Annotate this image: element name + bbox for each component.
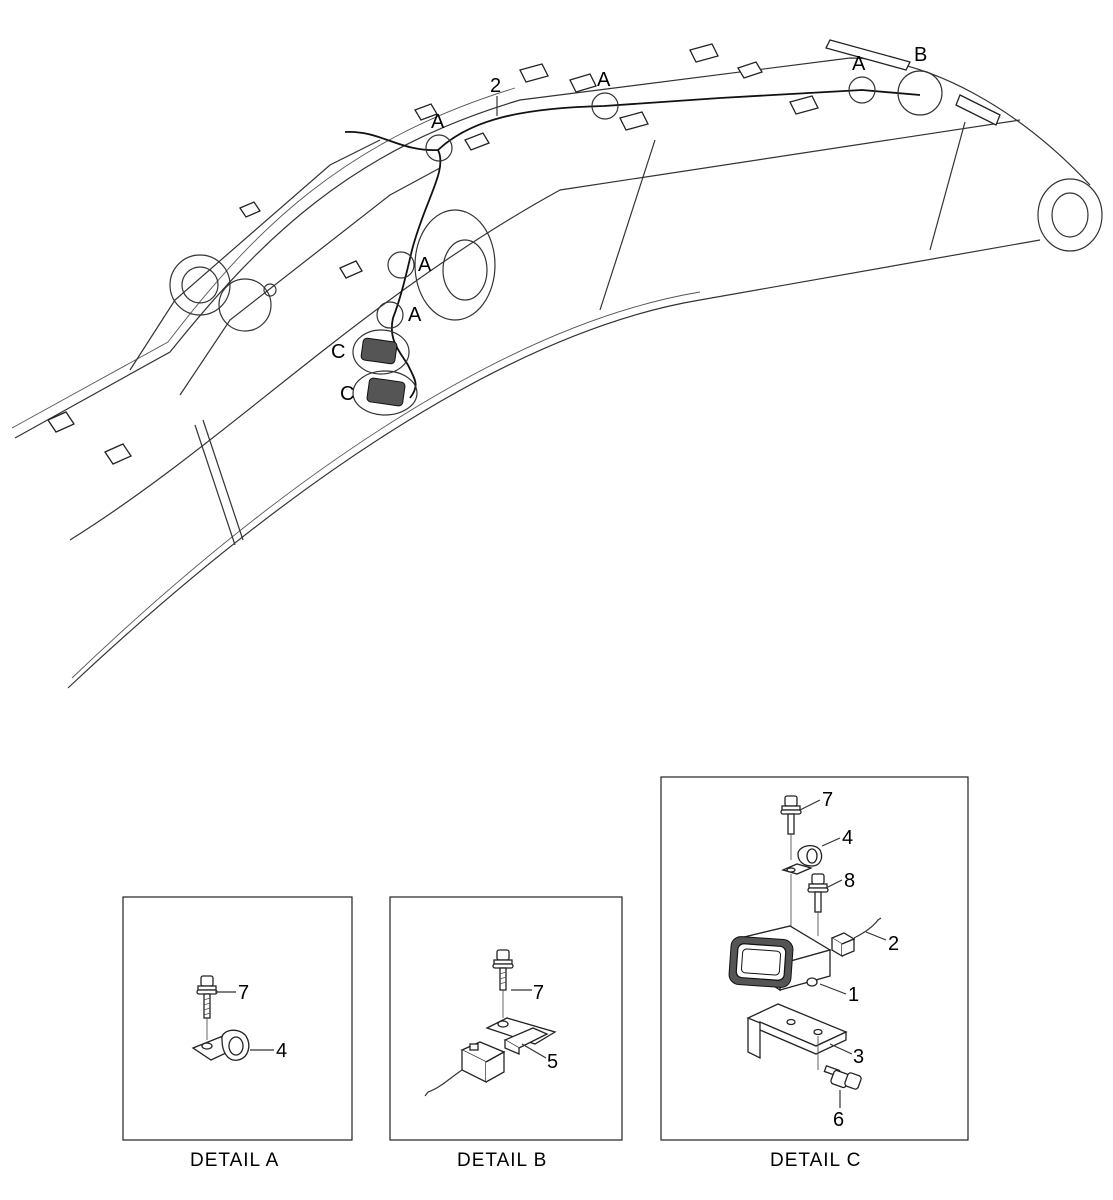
connector-bracket-icon [485, 1017, 557, 1055]
connector-icon [424, 1041, 506, 1097]
clamp-callout-circle [387, 251, 415, 279]
detail-b-part-7: 7 [533, 982, 544, 1004]
detail-c-part-8: 8 [844, 870, 855, 892]
callout-a: A [431, 111, 445, 133]
detail-b-part-5: 5 [547, 1051, 558, 1073]
bolt-icon [807, 873, 829, 913]
detail-c-panel: 7 4 8 1 [660, 776, 969, 1141]
bolt-icon [823, 1064, 862, 1090]
callout-a: A [408, 304, 422, 326]
clamp-callout-circle [376, 301, 404, 329]
boom-assembly: A A A A A B C C 2 [11, 39, 1103, 689]
detail-b-panel: 7 5 [389, 896, 623, 1141]
clamp-icon [191, 1029, 250, 1061]
detail-a-panel: 7 4 [122, 896, 353, 1141]
lamp-callout-circle [352, 329, 410, 375]
lamp-callout-circle [352, 370, 418, 416]
connector-icon [830, 917, 882, 958]
clamp-callout-circle [425, 134, 453, 162]
callout-c: C [331, 341, 345, 363]
detail-c-part-6: 6 [833, 1109, 844, 1131]
detail-a-part-7: 7 [238, 982, 249, 1004]
detail-c-part-4: 4 [842, 827, 853, 849]
clamp-icon [781, 844, 823, 875]
bolt-icon [492, 949, 514, 991]
detail-c-part-3: 3 [853, 1046, 864, 1068]
connector-callout-circle [897, 70, 943, 116]
harness-part-number: 2 [490, 75, 501, 97]
clamp-callout-circle [848, 76, 876, 104]
detail-c-part-7: 7 [822, 789, 833, 811]
mounting-bracket-icon [746, 1003, 848, 1060]
detail-c-caption: DETAIL C [770, 1150, 861, 1171]
callout-b: B [914, 44, 927, 66]
callout-c: C [340, 383, 354, 405]
wire-harness [344, 89, 921, 151]
detail-a-part-4: 4 [276, 1040, 287, 1062]
work-lamp-icon [728, 925, 832, 992]
callout-a: A [597, 69, 611, 91]
callout-a: A [852, 53, 866, 75]
detail-c-part-1: 1 [848, 984, 859, 1006]
bolt-icon [196, 975, 218, 1019]
callout-a: A [418, 254, 432, 276]
detail-b-caption: DETAIL B [457, 1150, 547, 1171]
detail-a-caption: DETAIL A [190, 1150, 279, 1171]
clamp-callout-circle [591, 92, 619, 120]
detail-c-part-2: 2 [888, 933, 899, 955]
bolt-icon [780, 795, 802, 835]
